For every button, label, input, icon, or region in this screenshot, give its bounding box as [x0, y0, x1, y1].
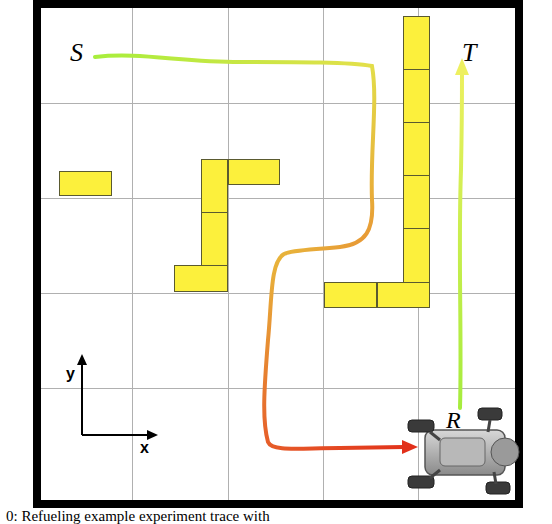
arena-frame	[37, 4, 519, 504]
axis-label: x	[140, 440, 149, 456]
figure-caption: 0: Refueling example experiment trace wi…	[6, 508, 270, 524]
axis-label: y	[66, 366, 75, 382]
robot-figure	[408, 408, 519, 494]
arrowhead	[402, 440, 418, 454]
axes	[77, 354, 158, 440]
trace-path	[95, 56, 404, 449]
point-label: S	[70, 40, 83, 66]
trace-path	[460, 74, 462, 408]
point-label: T	[462, 40, 476, 66]
grid	[41, 8, 515, 500]
point-label: R	[446, 408, 461, 432]
